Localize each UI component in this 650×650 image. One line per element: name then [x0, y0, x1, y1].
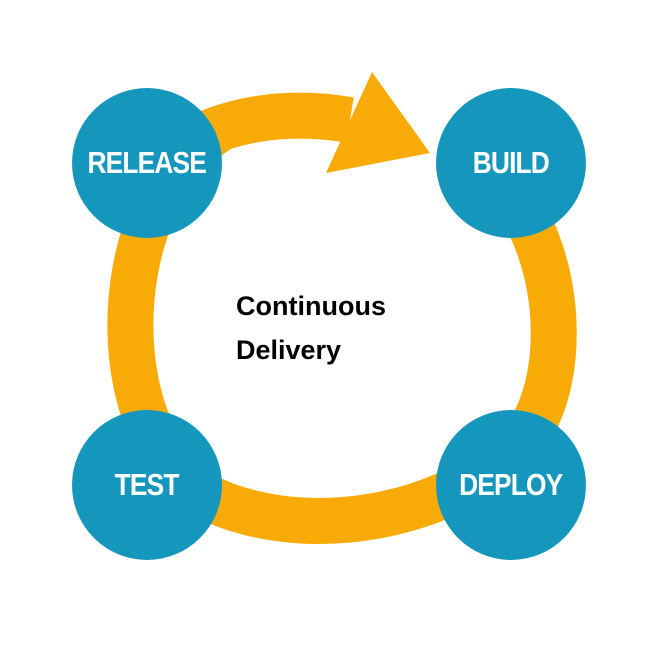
stage-deploy-label: DEPLOY [459, 467, 563, 502]
diagram-title: Continuous Delivery [236, 284, 456, 372]
stage-deploy: DEPLOY [436, 410, 586, 560]
stage-release: RELEASE [72, 88, 222, 238]
stage-test-label: TEST [115, 467, 180, 502]
stage-test: TEST [72, 410, 222, 560]
stage-build-label: BUILD [472, 145, 550, 180]
cycle-ring-body [107, 110, 577, 544]
cycle-arrow-icon [326, 72, 430, 173]
diagram-title-line-1: Continuous [236, 291, 386, 321]
stage-release-label: RELEASE [87, 145, 207, 180]
stage-build: BUILD [436, 88, 586, 238]
diagram-title-line-2: Delivery [236, 335, 342, 365]
